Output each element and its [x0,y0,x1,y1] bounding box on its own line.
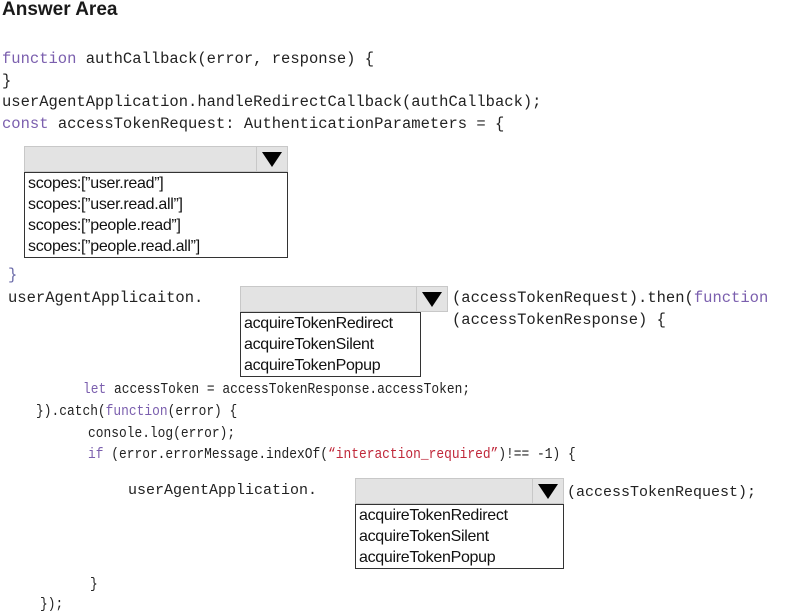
acquire-method-dropdown-2-select[interactable] [355,478,564,504]
acquire-method-option[interactable]: acquireTokenSilent [244,336,374,353]
code-line-handle-redirect: userAgentApplication.handleRedirectCallb… [2,93,542,111]
scopes-option[interactable]: scopes:[”people.read.all”] [28,238,200,255]
code-text: )!== -1) { [498,446,576,463]
code-line-const-request: const accessTokenRequest: Authentication… [2,115,504,133]
acquire-method-dropdown-2[interactable]: acquireTokenRedirect acquireTokenSilent … [355,478,564,569]
scopes-dropdown-options: scopes:[”user.read”] scopes:[”user.read.… [24,172,288,258]
acquire-method-option[interactable]: acquireTokenRedirect [359,507,508,524]
scopes-dropdown-select[interactable] [24,146,288,172]
acquire-method-option[interactable]: acquireTokenRedirect [244,315,393,332]
acquire-method-option[interactable]: acquireTokenPopup [244,357,381,374]
keyword: function [105,403,168,420]
keyword: function [2,50,77,68]
chevron-down-icon[interactable] [416,287,447,311]
scopes-option[interactable]: scopes:[”user.read.all”] [28,196,183,213]
code-then-param: (accessTokenResponse) { [452,311,666,329]
code-if-interaction-required: if (error.errorMessage.indexOf(“interact… [88,446,576,464]
chevron-down-icon[interactable] [532,479,563,503]
code-console-log: console.log(error); [88,425,236,442]
scopes-option[interactable]: scopes:[”people.read”] [28,217,181,234]
acquire-method-option[interactable]: acquireTokenSilent [359,528,489,545]
code-text: accessTokenRequest: AuthenticationParame… [48,115,505,133]
chevron-down-icon[interactable] [256,147,287,171]
code-text: (error.errorMessage.indexOf( [103,446,328,463]
acquire-method-option[interactable]: acquireTokenPopup [359,549,496,566]
scopes-option[interactable]: scopes:[”user.read”] [28,175,164,192]
code-text: }).catch( [36,403,106,420]
code-text: accessToken = accessTokenResponse.access… [106,381,471,398]
code-text: authCallback(error, response) { [76,50,375,68]
keyword: let [83,381,107,398]
code-line-close-brace: } [2,72,12,90]
code-let-access-token: let accessToken = accessTokenResponse.ac… [83,381,470,399]
string-literal: “interaction_required” [327,446,499,463]
code-close-if: } [90,576,98,593]
code-line-function-authcallback: function authCallback(error, response) { [2,50,374,68]
code-user-agent-applicaiton: userAgentApplicaiton. [8,289,204,307]
acquire-method-dropdown-1-select[interactable] [240,286,448,312]
code-text: (accessTokenRequest).then( [452,289,694,307]
acquire-method-dropdown-2-options: acquireTokenRedirect acquireTokenSilent … [355,504,564,569]
code-then-call: (accessTokenRequest).then(function [452,289,768,307]
keyword: if [88,446,104,463]
acquire-method-dropdown-1-options: acquireTokenRedirect acquireTokenSilent … [240,312,421,377]
scopes-dropdown[interactable]: scopes:[”user.read”] scopes:[”user.read.… [24,146,288,258]
code-catch: }).catch(function(error) { [36,403,237,421]
code-close-brace-object: } [8,266,18,284]
code-user-agent-application: userAgentApplication. [128,482,318,499]
answer-area-title: Answer Area [2,0,118,20]
code-text: (error) { [167,403,238,420]
acquire-method-dropdown-1[interactable]: acquireTokenRedirect acquireTokenSilent … [240,286,448,377]
code-close-catch: }); [40,596,64,613]
keyword: const [2,115,49,133]
code-access-token-request-arg: (accessTokenRequest); [567,484,757,501]
keyword: function [693,289,769,307]
